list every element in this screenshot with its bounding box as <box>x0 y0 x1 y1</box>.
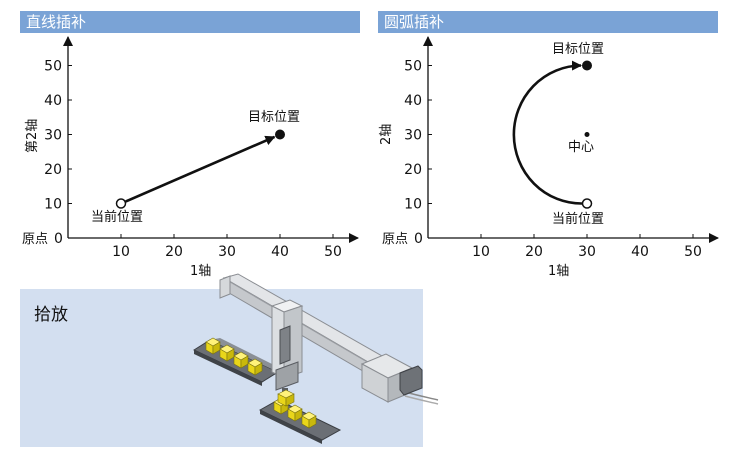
circular-x-tick-label: 30 <box>578 244 596 260</box>
linear-x-axis-label: 1轴 <box>190 264 211 279</box>
circular-x-tick-label: 50 <box>684 244 702 260</box>
linear-header-title: 直线插补 <box>26 13 87 31</box>
linear-target-label: 目标位置 <box>248 110 300 125</box>
pick-and-place-panel <box>20 289 423 447</box>
linear-start-label: 当前位置 <box>91 209 143 225</box>
circular-origin-label: 原点 <box>382 232 408 247</box>
circular-target-point <box>582 60 592 71</box>
circular-y-tick-label: 50 <box>404 59 422 75</box>
workpiece-block <box>219 344 235 362</box>
circular-start-label: 当前位置 <box>552 211 604 227</box>
linear-interpolation-header: 直线插补 <box>20 11 360 33</box>
linear-x-tick-label: 50 <box>324 244 342 260</box>
linear-motion-path <box>125 135 276 203</box>
circular-x-axis-label: 1轴 <box>548 264 569 279</box>
circular-start-point <box>581 198 593 209</box>
circular-y-tick-label: 20 <box>404 162 422 178</box>
servo-motor <box>360 353 423 403</box>
linear-origin-label: 原点 <box>22 232 48 247</box>
circular-y-tick-label: 40 <box>404 93 422 109</box>
circular-motion-arc <box>512 60 583 205</box>
circular-center-label: 中心 <box>568 140 594 155</box>
circular-interpolation-chart: 10 20 30 40 50 10 20 30 40 50 0 原点 1轴 2轴 中心 当前位置… <box>379 36 719 279</box>
linear-y-axis-label: 第2轴 <box>25 119 40 153</box>
linear-y-tick-label: 40 <box>44 93 62 109</box>
circular-header-title: 圆弧插补 <box>384 13 445 31</box>
linear-y-tick-label: 10 <box>44 197 62 213</box>
circular-y-tick-label: 30 <box>404 128 422 144</box>
circular-y-tick-label: 10 <box>404 197 422 213</box>
upper-conveyor-workpieces <box>205 337 263 376</box>
workpiece-block <box>233 351 249 369</box>
linear-origin-tick: 0 <box>54 231 63 247</box>
linear-interpolation-chart: 10 20 30 40 50 10 20 30 40 50 0 原点 1轴 第2轴 当前位置 目… <box>22 36 359 279</box>
circular-x-tick-label: 20 <box>525 244 543 260</box>
workpiece-block <box>301 411 317 429</box>
circular-x-tick-label: 10 <box>472 244 490 260</box>
linear-x-tick-label: 10 <box>112 244 130 260</box>
linear-target-point <box>275 129 285 140</box>
linear-x-tick-label: 30 <box>218 244 236 260</box>
circular-center-point <box>584 132 590 137</box>
pick-and-place-title: 拾放 <box>34 305 68 325</box>
gantry-z-axis <box>270 299 304 405</box>
circular-target-label: 目标位置 <box>552 42 604 57</box>
circular-interpolation-header: 圆弧插补 <box>378 11 718 33</box>
workpiece-block <box>287 404 303 422</box>
workpiece-block <box>247 358 263 376</box>
linear-y-tick-label: 50 <box>44 59 62 75</box>
circular-x-tick-label: 40 <box>631 244 649 260</box>
circular-y-axis-label: 2轴 <box>379 124 394 145</box>
linear-start-point <box>115 198 127 209</box>
linear-x-tick-label: 40 <box>271 244 289 260</box>
linear-x-tick-label: 20 <box>165 244 183 260</box>
linear-y-tick-label: 20 <box>44 162 62 178</box>
pick-and-place-robot-illustration <box>192 273 439 444</box>
circular-origin-tick: 0 <box>414 231 423 247</box>
gripped-workpiece <box>277 389 295 407</box>
lower-conveyor <box>258 399 342 444</box>
linear-y-tick-label: 30 <box>44 128 62 144</box>
